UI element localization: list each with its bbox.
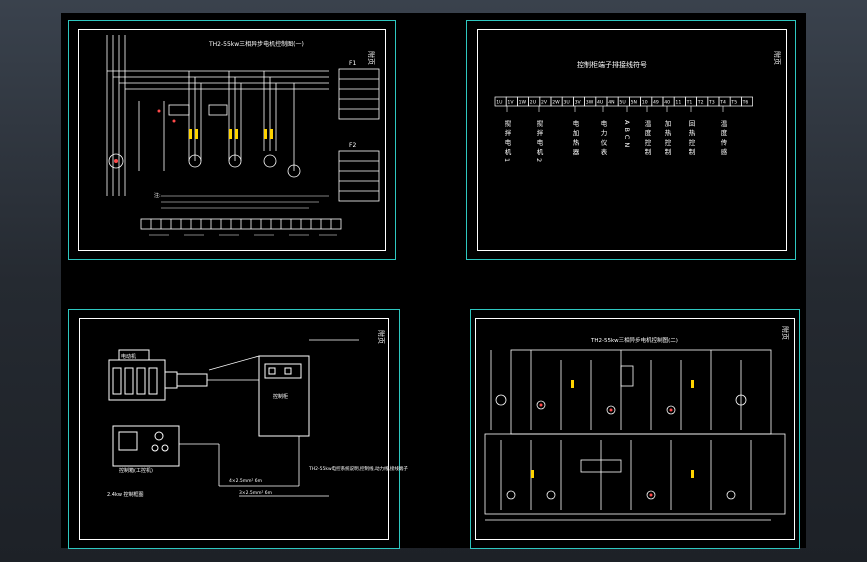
terminal-label: T2 (697, 100, 704, 106)
control-box-label: 控制箱(工控机) (119, 467, 153, 474)
terminal-label: 3V (575, 100, 582, 106)
terminal-columns: 搅拌电机1 搅拌电机2 电加热器 电力仪表 ABCN 温度控制 加热控制 回热控制 温度传感 (503, 106, 727, 165)
motor-drawing (108, 349, 208, 401)
terminal-label: 1U (496, 100, 502, 106)
power-bus (106, 35, 329, 196)
column-label: 电加热器 (571, 119, 579, 158)
column-label: 回热控制 (687, 120, 695, 158)
note-block: TH2-55kw电控系统说明,控制线,动力线,接线端子 (308, 465, 408, 472)
column-label: 温度传感 (719, 119, 727, 158)
terminal-label: 2U (530, 100, 536, 106)
cable-label-2: 3×2.5mm² 6m (239, 490, 272, 496)
terminal-label: 5N (631, 100, 637, 106)
column-label: 搅拌电机1 (503, 119, 511, 165)
terminal-label: 2V (541, 100, 548, 106)
column-label: 加热控制 (663, 119, 671, 158)
caption: 2.4kw 控制框图 (107, 491, 144, 498)
relay-stack (338, 68, 380, 202)
sheet-stamp: 附页 (367, 51, 376, 65)
terminal-label: 2W (552, 100, 560, 106)
column-label: 搅拌电机2 (535, 119, 543, 165)
sheet-frame (475, 318, 795, 540)
terminal-label: T1 (686, 100, 693, 106)
sheet-top-left[interactable]: TH2-55kw三相异步电机控制图(一) 附页 (68, 20, 396, 260)
terminal-label: 3W (586, 100, 594, 106)
terminal-label: 4U (597, 100, 603, 106)
terminal-label: 49 (653, 100, 659, 106)
yellow-markers (531, 380, 694, 478)
terminal-cell (741, 96, 753, 107)
column-label: ABCN (623, 120, 631, 150)
terminal-label: 4N (608, 100, 614, 106)
terminal-label: 1V (507, 100, 514, 106)
block-diagram: 附页 电动机 控制柜 (107, 330, 408, 498)
control-panel (258, 355, 310, 437)
wiring (179, 339, 359, 497)
sheet-bottom-left[interactable]: 附页 电动机 控制柜 (68, 309, 408, 549)
column-label: 电力仪表 (599, 119, 607, 158)
sheet-title: TH2-55kw三相异步电机控制图(二) (590, 336, 678, 344)
terminal-label: 5U (619, 100, 625, 106)
terminal-label: 1W (519, 100, 527, 106)
motor-label: 电动机 (121, 353, 136, 360)
cable-label-1: 4×2.5mm² 6m (229, 478, 262, 484)
notes-label: 注: (154, 192, 161, 199)
terminal-label: 10 (642, 100, 648, 106)
sheet-stamp: 附页 (781, 326, 790, 340)
sheet-frame (78, 29, 386, 251)
schematic-upper (490, 349, 772, 435)
motor-symbols (108, 104, 301, 178)
terminal-label: T3 (708, 100, 715, 106)
notes-lines (161, 195, 329, 209)
relay-f1-label: F1 (349, 60, 356, 67)
schematic-control-1: TH2-55kw三相异步电机控制图(一) 附页 (106, 35, 380, 236)
terminal-label: 40 (664, 100, 670, 106)
red-markers (114, 109, 176, 163)
contact-markers (189, 129, 273, 139)
panel-label: 控制柜 (273, 393, 288, 400)
red-markers (539, 403, 673, 497)
sheet-frame (477, 29, 787, 251)
sheet-title: 控制柜端子排接线符号 (577, 60, 647, 69)
relay-f2-label: F2 (349, 142, 356, 149)
sheet-frame (79, 318, 389, 540)
schematic-control-2: TH2-55kw三相异步电机控制图(二) 附页 (484, 326, 790, 521)
schematic-lower (484, 433, 786, 521)
column-label: 温度控制 (643, 119, 651, 158)
terminal-label: T5 (730, 100, 737, 106)
terminal-label: 11 (675, 100, 681, 106)
sheet-title: TH2-55kw三相异步电机控制图(一) (208, 40, 304, 48)
terminal-label: 3U (563, 100, 569, 106)
sheet-bottom-right[interactable]: TH2-55kw三相异步电机控制图(二) 附页 (470, 309, 800, 549)
sheet-stamp: 附页 (773, 51, 782, 65)
control-box (112, 425, 180, 467)
terminal-strip (140, 218, 342, 230)
sheet-stamp: 附页 (377, 330, 386, 344)
terminal-label: T6 (742, 100, 749, 106)
drawing-canvas[interactable]: TH2-55kw三相异步电机控制图(一) 附页 (61, 13, 806, 549)
terminal-label: T4 (719, 100, 726, 106)
